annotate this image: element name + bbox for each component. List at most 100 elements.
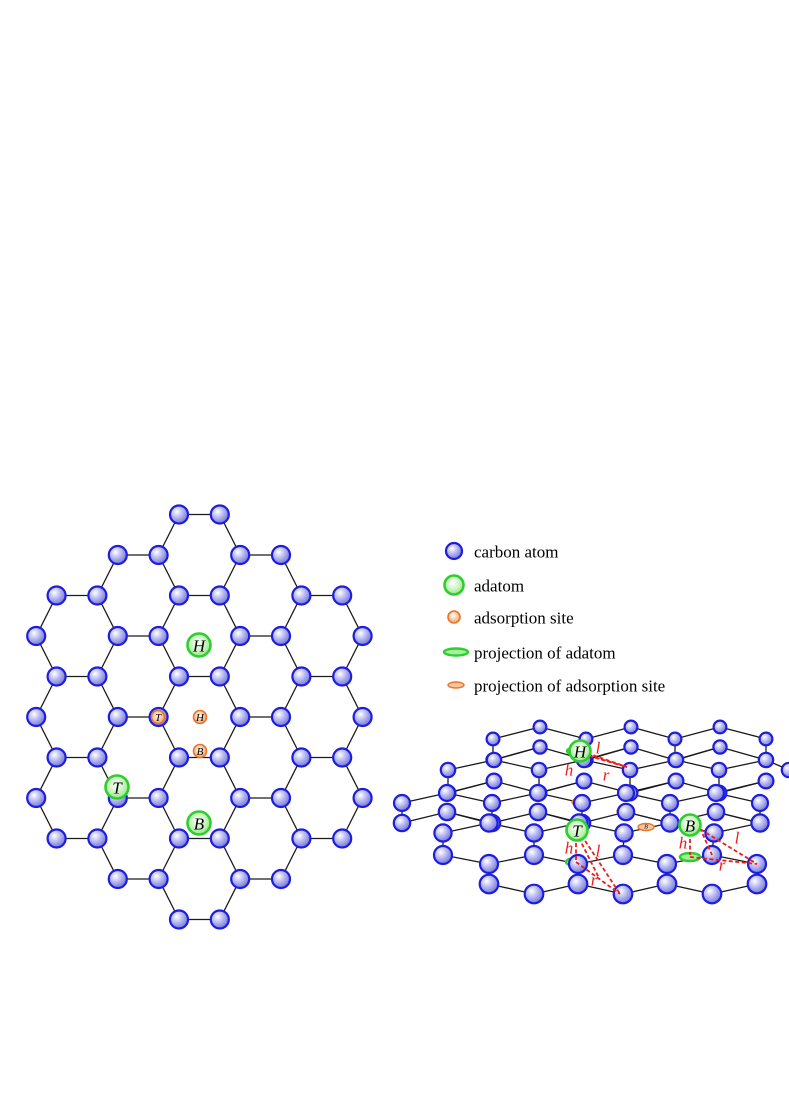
carbon-atom bbox=[270, 868, 292, 890]
hollow-site-label: H bbox=[195, 712, 205, 724]
carbon-atom bbox=[230, 868, 251, 890]
measurement-line bbox=[689, 856, 758, 865]
carbon-atom bbox=[332, 666, 353, 687]
carbon-atom bbox=[612, 844, 634, 866]
carbon-atom bbox=[656, 873, 678, 895]
legend-label: adsorption site bbox=[474, 609, 574, 628]
carbon-atom bbox=[478, 853, 500, 875]
carbon-atom bbox=[168, 747, 190, 768]
carbon-atom bbox=[46, 585, 67, 606]
carbon-atom bbox=[291, 828, 312, 849]
carbon-atom bbox=[623, 719, 639, 735]
carbon-atom bbox=[209, 828, 230, 849]
carbon-atom bbox=[746, 873, 768, 895]
perspective-sites: H T B bbox=[565, 739, 702, 842]
carbon-atom bbox=[148, 544, 169, 566]
carbon-atom bbox=[575, 772, 593, 790]
top-adatom-label: T bbox=[112, 779, 123, 798]
carbon-atom bbox=[87, 828, 108, 849]
carbon-atom bbox=[660, 793, 680, 813]
carbon-atom bbox=[230, 706, 251, 728]
carbon-atom bbox=[482, 793, 502, 813]
bridge-site: B bbox=[192, 743, 208, 759]
carbon-atom bbox=[757, 751, 775, 769]
carbon-atom bbox=[332, 747, 353, 768]
carbon-atom bbox=[485, 731, 501, 747]
carbon-atom bbox=[572, 793, 592, 813]
carbon-atom bbox=[750, 793, 770, 813]
carbon-atom bbox=[660, 813, 680, 833]
carbon-atom bbox=[757, 772, 775, 790]
carbon-atom bbox=[107, 868, 128, 890]
site-projection-icon bbox=[637, 822, 655, 832]
carbon-atom bbox=[706, 783, 726, 803]
carbon-atom bbox=[621, 761, 639, 779]
carbon-atom bbox=[230, 544, 251, 566]
carbon-atom bbox=[352, 787, 373, 809]
carbon-atom bbox=[439, 761, 457, 779]
top-site: T bbox=[150, 709, 166, 725]
carbon-atom bbox=[485, 751, 503, 769]
carbon-atom-icon bbox=[444, 541, 464, 561]
carbon-atom bbox=[291, 666, 312, 687]
hollow-height-label: h bbox=[565, 761, 574, 780]
hollow-adatom-label: H bbox=[192, 637, 207, 656]
carbon-atom bbox=[148, 868, 169, 890]
carbon-atom bbox=[532, 739, 548, 755]
carbon-atom bbox=[46, 666, 67, 687]
site-projection-icon bbox=[447, 681, 465, 689]
carbon-atom bbox=[479, 813, 499, 833]
carbon-atom bbox=[168, 666, 190, 687]
legend-item-proj-site: projection of adsorption site bbox=[447, 677, 665, 696]
hollow-adatom: H bbox=[186, 632, 212, 658]
top-adatom-3d: T bbox=[565, 818, 589, 842]
legend-item-proj-adatom: projection of adatom bbox=[442, 644, 616, 663]
legend-item-adatom: adatom bbox=[443, 574, 524, 596]
carbon-atom bbox=[168, 828, 190, 849]
bridge-site-label: B bbox=[197, 746, 204, 758]
carbon-atom bbox=[616, 802, 636, 822]
legend-label: projection of adsorption site bbox=[474, 677, 665, 696]
carbon-atom bbox=[758, 731, 774, 747]
carbon-atom bbox=[712, 719, 728, 735]
top-bond-length-label: l bbox=[596, 842, 601, 861]
carbon-atom bbox=[750, 813, 770, 833]
cc-bond bbox=[719, 726, 767, 740]
carbon-atom bbox=[392, 793, 412, 813]
carbon-atom bbox=[623, 739, 639, 755]
top-view-carbon-atoms bbox=[26, 504, 373, 930]
bridge-height-label: h bbox=[679, 834, 688, 853]
bridge-radius-label: r bbox=[719, 856, 726, 875]
cc-bond bbox=[539, 726, 587, 740]
carbon-atom bbox=[26, 625, 47, 647]
bridge-adatom: B bbox=[186, 810, 212, 836]
hollow-adatom-3d-label: H bbox=[573, 743, 588, 762]
carbon-atom bbox=[148, 625, 169, 647]
carbon-atom bbox=[780, 761, 789, 779]
perspective-carbon-atoms bbox=[392, 719, 789, 905]
carbon-atom bbox=[107, 544, 128, 566]
carbon-atom bbox=[437, 802, 457, 822]
carbon-atom bbox=[352, 706, 373, 728]
adatom-projection-icon bbox=[442, 647, 470, 657]
carbon-atom bbox=[87, 666, 108, 687]
bridge-site-projection-label: B bbox=[644, 825, 648, 831]
hollow-site: H bbox=[192, 709, 208, 725]
cc-bond bbox=[585, 726, 632, 740]
top-height-label: h bbox=[565, 839, 574, 858]
carbon-atom bbox=[46, 747, 67, 768]
bridge-adatom-3d-label: B bbox=[685, 817, 696, 836]
carbon-atom bbox=[291, 747, 312, 768]
adatom-icon bbox=[186, 810, 212, 836]
carbon-atom bbox=[524, 823, 544, 843]
carbon-atom bbox=[612, 883, 634, 905]
carbon-atom bbox=[168, 585, 190, 606]
carbon-atom bbox=[614, 823, 634, 843]
legend-item-carbon: carbon atom bbox=[444, 541, 559, 562]
hollow-adatom-3d: H bbox=[568, 739, 592, 763]
adatom-icon bbox=[443, 574, 465, 596]
legend-label: carbon atom bbox=[474, 543, 559, 562]
cc-bond bbox=[674, 726, 721, 740]
carbon-atom bbox=[270, 625, 292, 647]
top-adatom: T bbox=[104, 774, 130, 800]
